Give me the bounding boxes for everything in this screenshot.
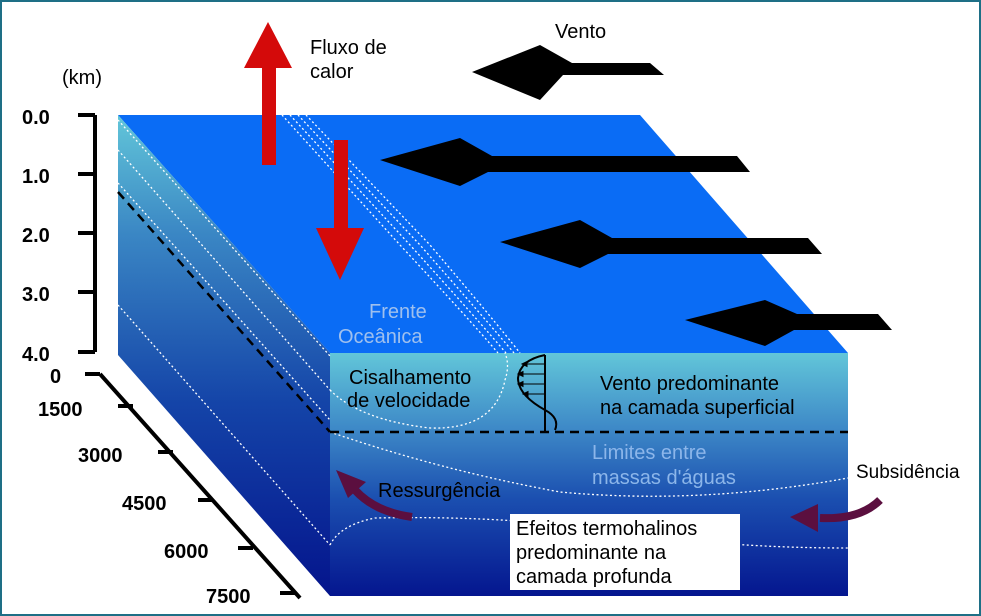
wind-arrow-1 <box>472 45 664 100</box>
side-water-mass-lines <box>117 119 331 546</box>
depth-axis <box>78 113 97 354</box>
distance-tick-0: 0 <box>50 366 61 388</box>
velocity-shear-label-line1: Cisalhamento <box>349 367 471 389</box>
wind-arrow-2 <box>380 138 750 186</box>
distance-tick-5: 7500 <box>206 586 251 608</box>
ocean-front-label-line1: Frente <box>369 301 427 323</box>
distance-tick-3: 4500 <box>122 493 167 515</box>
wind-label: Vento <box>555 21 606 43</box>
subsidence-arrow <box>819 497 883 523</box>
water-mass-limits-label-line1: Limites entre <box>592 442 707 464</box>
depth-tick-1: 1.0 <box>22 166 50 188</box>
distance-tick-2: 3000 <box>78 445 123 467</box>
block-side-face <box>118 115 330 596</box>
distance-tick-1: 1500 <box>38 399 83 421</box>
mixed-layer-side-line <box>117 191 331 433</box>
heat-flux-down-arrow <box>316 140 364 280</box>
wind-arrow-4 <box>685 300 892 346</box>
heat-flux-label-line2: calor <box>310 61 354 83</box>
depth-tick-4: 4.0 <box>22 344 50 366</box>
thermohaline-label-line3: camada profunda <box>516 566 673 588</box>
front-water-mass-lines <box>329 352 849 549</box>
ocean-front-label-line2: Oceânica <box>338 326 423 348</box>
depth-tick-0: 0.0 <box>22 107 50 129</box>
depth-tick-2: 2.0 <box>22 225 50 247</box>
distance-axis <box>85 372 302 600</box>
depth-tick-3: 3.0 <box>22 284 50 306</box>
velocity-profile-arrows <box>516 360 545 398</box>
wind-arrow-3 <box>500 220 822 268</box>
surface-wind-label-line1: Vento predominante <box>600 373 779 395</box>
upwelling-label: Ressurgência <box>378 480 501 502</box>
thermohaline-label-line2: predominante na <box>516 542 667 564</box>
ocean-front-lines <box>281 114 521 354</box>
surface-wind-label-line2: na camada superficial <box>600 397 795 419</box>
upwelling-arrowhead <box>336 470 366 498</box>
thermohaline-label-box <box>510 514 740 590</box>
subsidence-label: Subsidência <box>856 462 960 483</box>
heat-flux-label-line1: Fluxo de <box>310 37 387 59</box>
upwelling-arrow <box>352 487 413 521</box>
velocity-shear-label-line2: de velocidade <box>347 390 470 412</box>
thermohaline-label-line1: Efeitos termohalinos <box>516 518 697 540</box>
distance-tick-4: 6000 <box>164 541 209 563</box>
depth-unit-label: (km) <box>62 67 102 89</box>
heat-flux-up-arrow <box>244 22 292 165</box>
water-mass-limits-label-line2: massas d'águas <box>592 467 736 489</box>
ocean-surface <box>118 115 848 353</box>
subsidence-arrowhead <box>790 504 818 532</box>
